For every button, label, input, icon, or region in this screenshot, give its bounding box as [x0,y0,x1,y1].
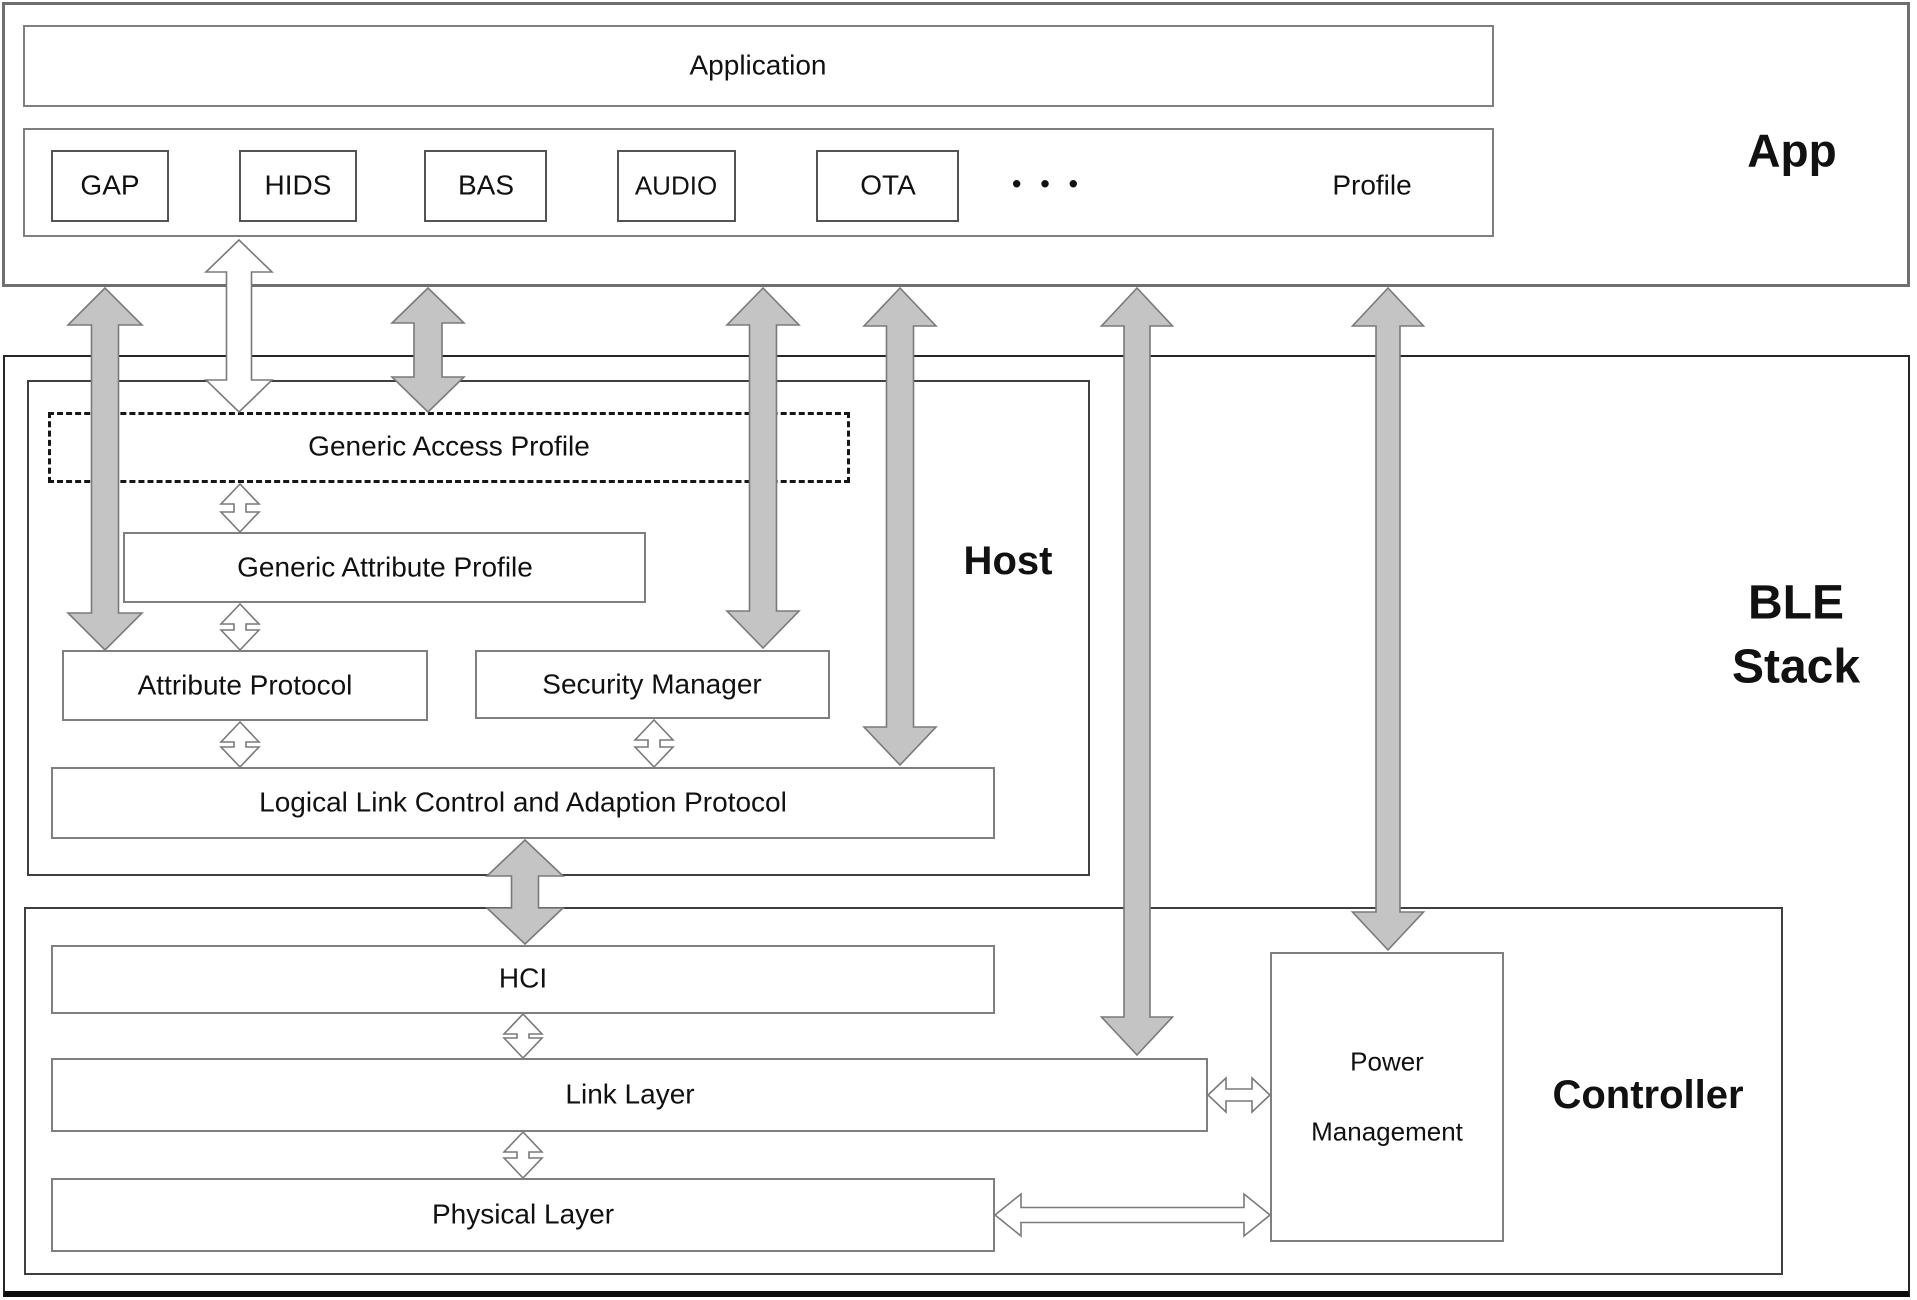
application-label: Application [689,49,827,81]
generic-access-profile-box [48,412,850,483]
profile-box-hids [239,150,357,222]
profile-row-box [23,128,1494,237]
security-manager-box [475,650,830,719]
power-management-label-line2: Management [1311,1116,1463,1147]
profile-box-ota [816,150,959,222]
l2cap-label: Logical Link Control and Adaption Protoc… [259,786,787,818]
ble-stack-title-line2: Stack [1731,640,1861,694]
power-management-box [1270,952,1504,1242]
physical-layer-label: Physical Layer [431,1198,615,1230]
profile-box-audio [617,150,736,222]
host-section-title: Host [963,539,1053,583]
controller-section-title: Controller [1552,1073,1744,1117]
app-section-title: App [1747,124,1837,177]
profile-row-label: Profile [1332,169,1412,201]
power-management-label-line1: Power [1350,1046,1424,1077]
profile-box-gap [51,150,169,222]
app-container-box [2,2,1910,287]
generic-access-profile-label: Generic Access Profile [308,430,590,462]
profile-box-gap-label: GAP [80,169,140,201]
ble-stack-container-box [3,355,1910,1297]
profile-box-ota-label: OTA [860,169,916,201]
generic-attribute-profile-label: Generic Attribute Profile [237,551,533,583]
attribute-protocol-label: Attribute Protocol [137,669,353,701]
hci-label: HCI [498,962,548,994]
profile-box-bas [424,150,547,222]
controller-section-box [24,907,1783,1275]
ellipsis-more-profiles: • • • [1012,168,1084,199]
application-box [23,25,1494,107]
profile-box-hids-label: HIDS [264,169,332,201]
l2cap-box [51,767,995,839]
ble-stack-title-line1: BLE [1748,576,1844,630]
link-layer-label: Link Layer [565,1078,695,1110]
security-manager-label: Security Manager [542,668,762,700]
profile-box-audio-label: AUDIO [634,170,718,201]
profile-box-bas-label: BAS [457,169,515,201]
